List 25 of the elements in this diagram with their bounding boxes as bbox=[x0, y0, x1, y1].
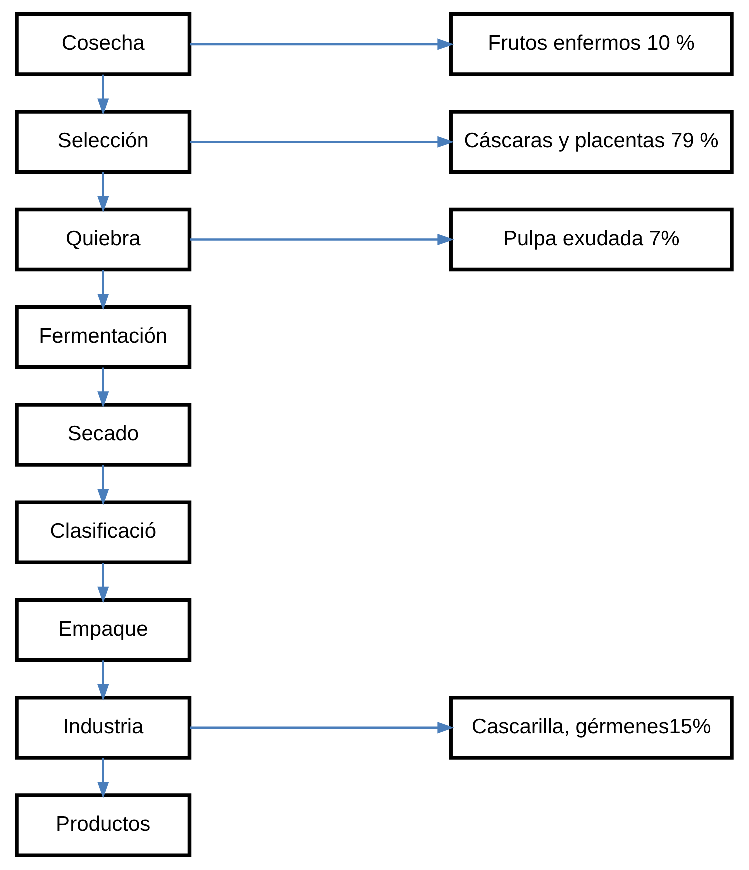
node-box: Cáscaras y placentas 79 % bbox=[449, 110, 734, 174]
node-box: Productos bbox=[15, 794, 192, 858]
arrow bbox=[98, 172, 110, 213]
arrow bbox=[190, 38, 454, 50]
arrow bbox=[190, 136, 454, 148]
node-box: Quiebra bbox=[15, 208, 192, 272]
node-box: Cascarilla, gérmenes15% bbox=[449, 696, 734, 760]
arrow bbox=[98, 660, 110, 702]
node-box: Pulpa exudada 7% bbox=[449, 208, 734, 272]
arrow bbox=[190, 234, 454, 246]
node-box: Industria bbox=[15, 696, 192, 760]
arrow bbox=[98, 74, 110, 116]
node-box: Clasificació bbox=[15, 500, 192, 565]
node-box: Secado bbox=[15, 403, 192, 467]
arrow bbox=[98, 270, 110, 311]
node-box: Fermentación bbox=[15, 305, 192, 370]
arrow bbox=[190, 722, 454, 734]
arrow bbox=[98, 465, 110, 506]
node-box: Frutos enfermos 10 % bbox=[449, 12, 734, 76]
node-box: Cosecha bbox=[15, 12, 192, 76]
arrow bbox=[98, 368, 110, 408]
arrow bbox=[98, 758, 110, 799]
node-box: Selección bbox=[15, 110, 192, 174]
node-box: Empaque bbox=[15, 598, 192, 662]
arrow bbox=[98, 563, 110, 604]
